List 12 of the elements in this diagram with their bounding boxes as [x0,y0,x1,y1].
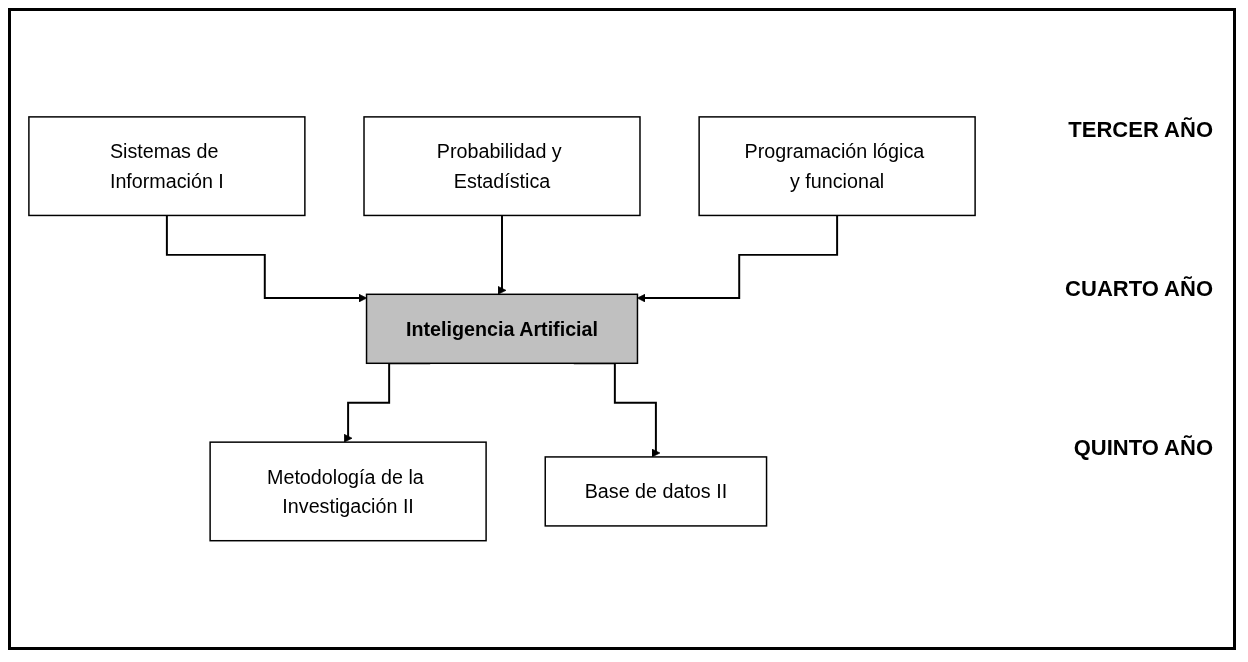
node-box: Base de datos II [544,456,768,527]
year-label: TERCER AÑO [1067,117,1213,144]
node-box: Inteligencia Artificial [365,293,639,365]
node-box: Metodología de la Investigación II [209,441,487,542]
arrow [165,214,367,303]
node-box: Sistemas de Información I [28,116,306,217]
year-label: QUINTO AÑO [1072,434,1213,461]
node-box: Programación lógica y funcional [698,116,976,217]
node-box: Probabilidad y Estadística [363,116,641,217]
arrow [637,214,839,303]
arrow [497,214,507,295]
year-label: CUARTO AÑO [1064,276,1213,302]
